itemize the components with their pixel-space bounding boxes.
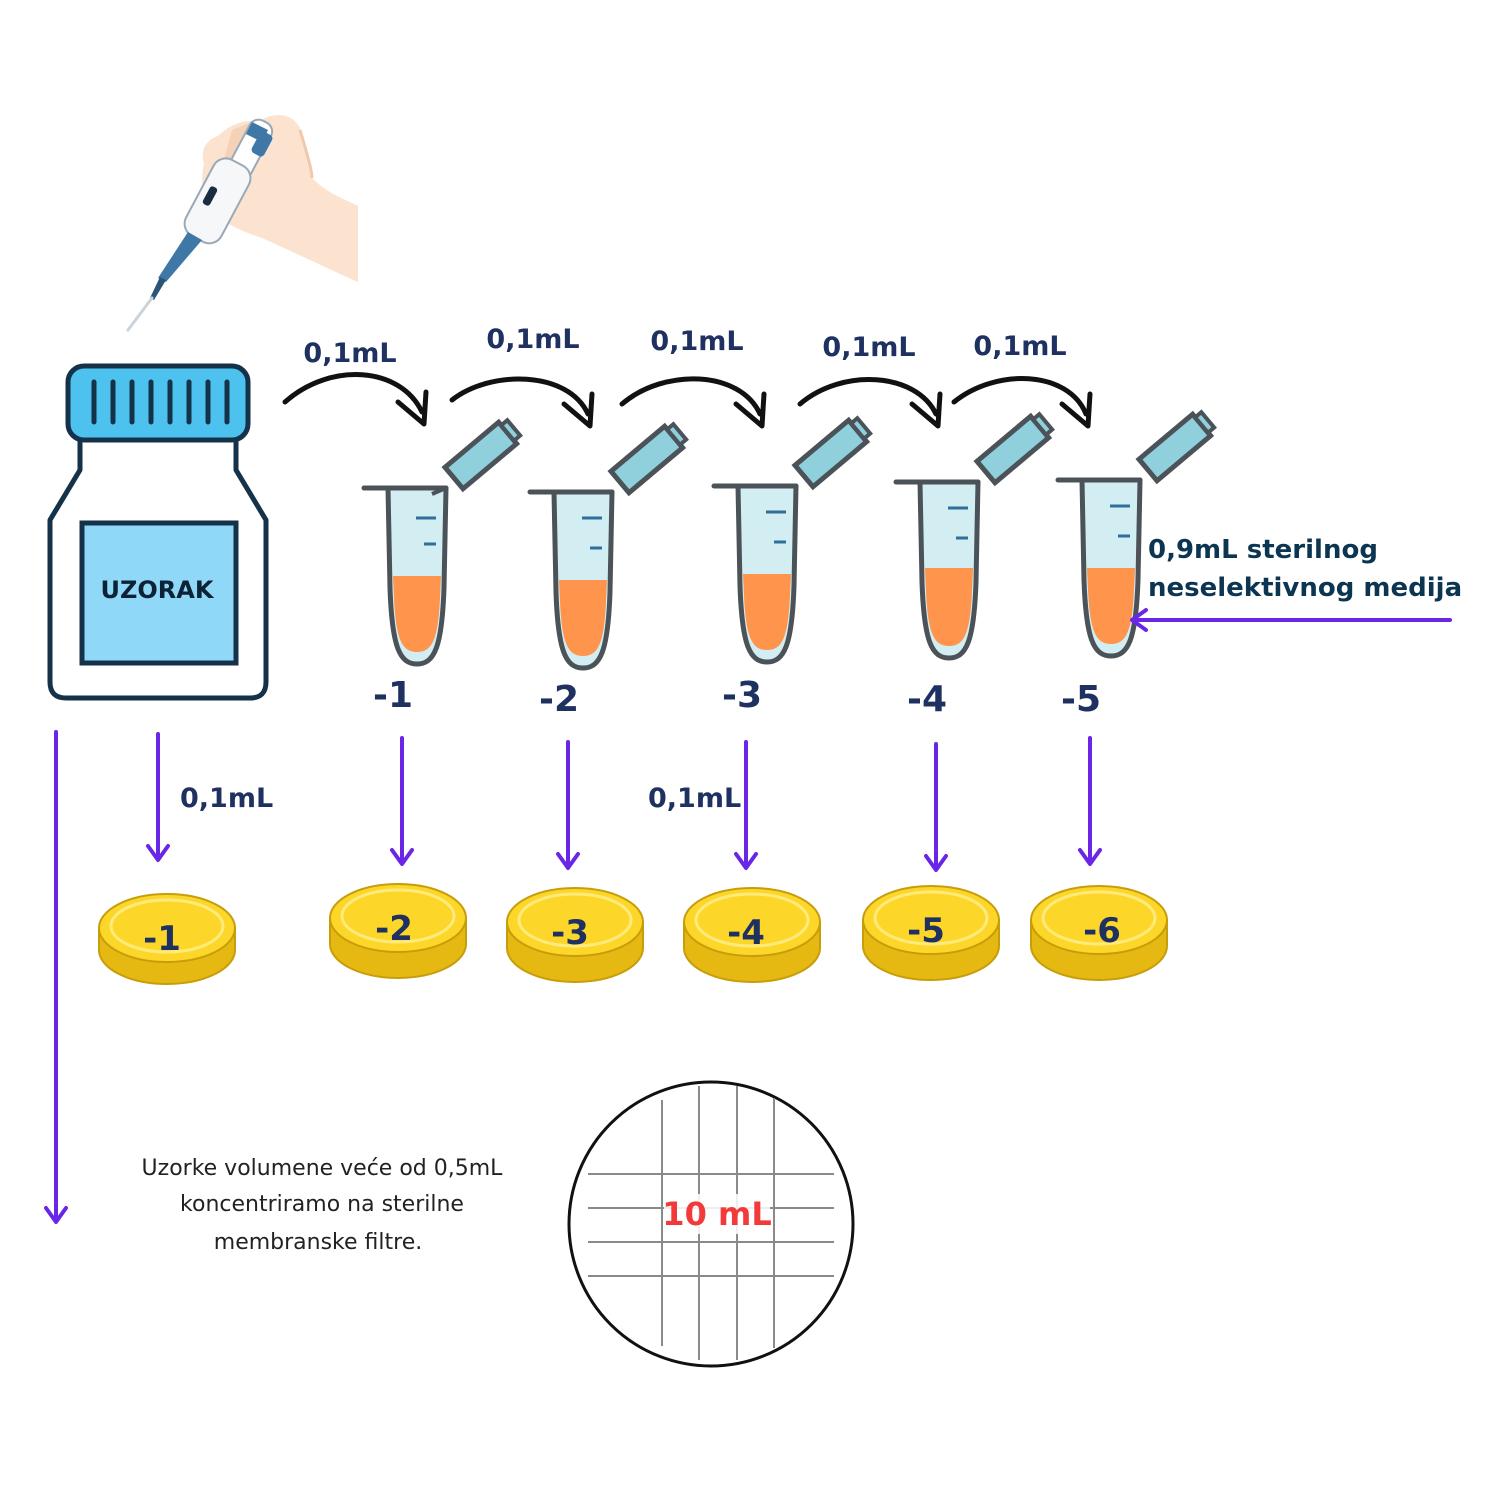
plate-label-1: -1 [143, 919, 181, 959]
tube-label-4: -4 [907, 679, 947, 720]
plate-label-4: -4 [727, 913, 765, 953]
transfer-label-2: 0,1mL [486, 324, 579, 355]
plate-label-5: -5 [907, 911, 945, 951]
transfer-label-5: 0,1mL [973, 331, 1066, 362]
plate-4: -4 [683, 887, 821, 983]
tube-label-1: -1 [373, 675, 413, 716]
plate-volume-label-1: 0,1mL [180, 783, 273, 814]
plate-2: -2 [329, 883, 467, 979]
plate-volume-label-2: 0,1mL [648, 783, 741, 814]
tube-2 [527, 421, 689, 671]
plate-arrow-2 [390, 736, 414, 866]
plate-6: -6 [1030, 885, 1168, 981]
sample-bottle: UZORAK [47, 363, 269, 701]
medium-arrow [1130, 608, 1452, 632]
bottle-label: UZORAK [101, 576, 215, 604]
plate-arrow-1 [146, 732, 170, 862]
plate-label-3: -3 [551, 913, 589, 953]
plate-label-6: -6 [1083, 911, 1121, 951]
plate-label-2: -2 [375, 909, 413, 949]
note-line-3: membranske filtre. [214, 1230, 422, 1255]
transfer-label-3: 0,1mL [650, 326, 743, 357]
plate-arrow-3 [556, 740, 580, 870]
pipette-hand-icon [126, 115, 358, 332]
transfer-label-1: 0,1mL [303, 338, 396, 369]
plate-arrow-4 [734, 740, 758, 870]
tube-label-5: -5 [1061, 679, 1101, 720]
tube-3 [711, 415, 873, 665]
filter-label: 10 mL [662, 1195, 771, 1233]
transfer-arrow-2 [449, 376, 595, 429]
transfer-arrow-5 [951, 376, 1093, 429]
transfer-label-4: 0,1mL [822, 332, 915, 363]
tube-5 [1055, 409, 1217, 659]
plate-arrow-6 [1078, 736, 1102, 866]
filter-arrow [44, 730, 68, 1224]
plate-3: -3 [506, 887, 644, 983]
plate-1: -1 [98, 893, 236, 985]
medium-label-line2: neselektivnog medija [1148, 573, 1462, 603]
transfer-arrow-1 [282, 372, 429, 427]
medium-label-line1: 0,9mL sterilnog [1148, 535, 1378, 565]
tube-4 [893, 411, 1055, 661]
transfer-arrow-4 [797, 377, 943, 429]
note-line-1: Uzorke volumene veće od 0,5mL [142, 1156, 504, 1181]
plate-5: -5 [862, 885, 1000, 981]
tube-label-2: -2 [539, 679, 579, 720]
plate-arrow-5 [924, 742, 948, 872]
transfer-arrow-3 [619, 376, 767, 429]
bottle-label-area [79, 520, 239, 666]
membrane-filter: 10 mL [567, 1080, 855, 1368]
note-line-2: koncentriramo na sterilne [180, 1192, 464, 1217]
tube-1 [361, 417, 523, 667]
tube-label-3: -3 [722, 675, 762, 716]
